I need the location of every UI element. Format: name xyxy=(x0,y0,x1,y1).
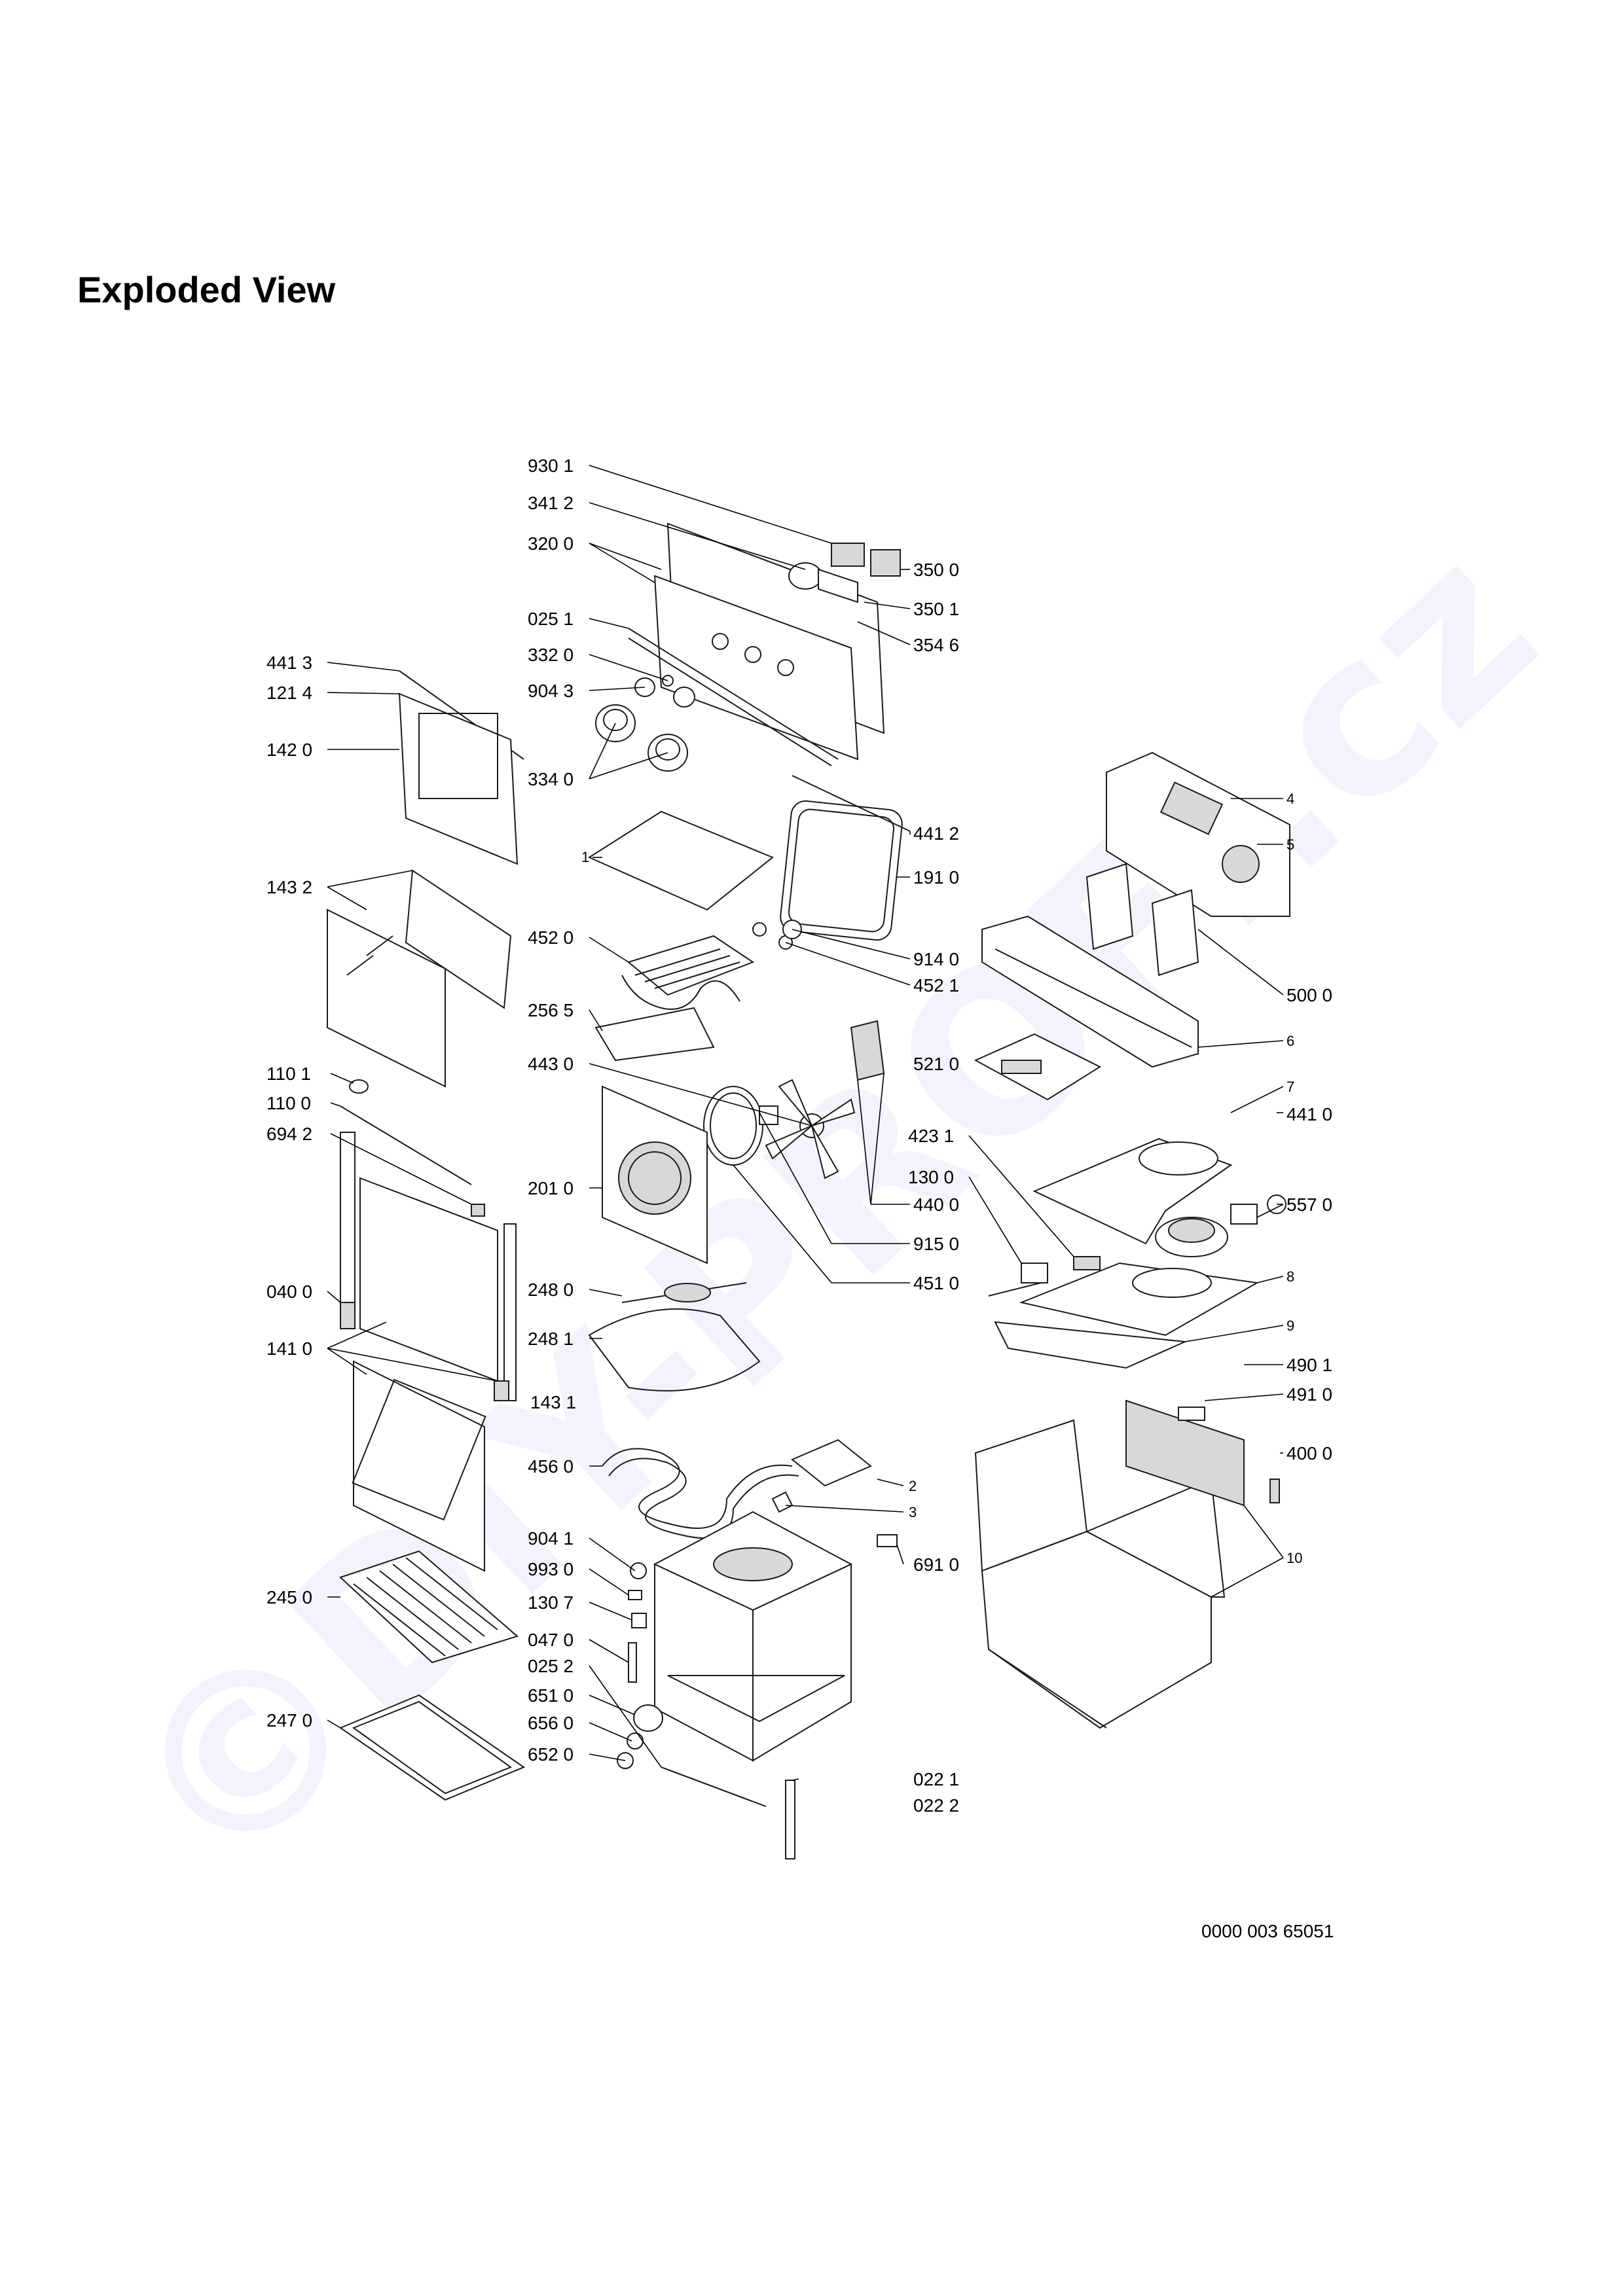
document-code: 0000 003 65051 xyxy=(1201,1921,1334,1941)
callout-022-2: 022 2 xyxy=(913,1795,959,1816)
callout-022-1: 022 1 xyxy=(913,1769,959,1789)
callout-915-0: 915 0 xyxy=(913,1234,959,1254)
callout-130-0: 130 0 xyxy=(908,1167,954,1187)
callout-245-0: 245 0 xyxy=(266,1587,312,1607)
door-frame-parts xyxy=(340,1132,517,1572)
callout-191-0: 191 0 xyxy=(913,867,959,888)
callout-452-1: 452 1 xyxy=(913,975,959,996)
back-panel-part xyxy=(602,1085,708,1265)
callout-025-2: 025 2 xyxy=(528,1656,574,1676)
callout-914-0: 914 0 xyxy=(913,949,959,969)
callout-3: 3 xyxy=(909,1504,917,1520)
callout-5: 5 xyxy=(1286,836,1294,853)
callout-441-3: 441 3 xyxy=(266,653,312,673)
duct-plates-part xyxy=(994,1262,1260,1369)
rack-and-tray-parts xyxy=(338,1550,526,1801)
callout-651-0: 651 0 xyxy=(528,1685,574,1706)
knob-parts xyxy=(595,675,695,772)
relay-part xyxy=(988,1256,1101,1297)
callout-143-2: 143 2 xyxy=(266,877,312,897)
control-box-part xyxy=(974,1033,1102,1101)
callout-2: 2 xyxy=(909,1478,917,1494)
callout-247-0: 247 0 xyxy=(266,1710,312,1731)
callout-557-0: 557 0 xyxy=(1286,1194,1332,1215)
callout-490-1: 490 1 xyxy=(1286,1355,1332,1375)
callout-350-0: 350 0 xyxy=(913,560,959,580)
callout-6: 6 xyxy=(1286,1033,1294,1049)
callout-441-0: 441 0 xyxy=(1286,1104,1332,1124)
lower-element-part xyxy=(602,1448,799,1539)
callout-1: 1 xyxy=(581,849,589,865)
callout-993-0: 993 0 xyxy=(528,1559,574,1579)
rear-housing-part xyxy=(974,1399,1280,1729)
callout-451-0: 451 0 xyxy=(913,1273,959,1293)
callout-248-0: 248 0 xyxy=(528,1280,574,1300)
callout-656-0: 656 0 xyxy=(528,1713,574,1733)
callout-904-1: 904 1 xyxy=(528,1528,574,1549)
callout-7: 7 xyxy=(1286,1079,1294,1095)
fan-and-motor-part xyxy=(703,1020,885,1179)
front-frame-part xyxy=(981,915,1199,1068)
callout-691-0: 691 0 xyxy=(913,1554,959,1575)
callout-400-0: 400 0 xyxy=(1286,1443,1332,1463)
callout-110-1: 110 1 xyxy=(266,1064,311,1084)
callout-452-0: 452 0 xyxy=(528,927,574,948)
callout-521-0: 521 0 xyxy=(913,1054,959,1074)
callout-694-2: 694 2 xyxy=(266,1124,312,1144)
leader-lines xyxy=(327,465,1284,1781)
page-title: Exploded View xyxy=(77,269,336,310)
callout-334-0: 334 0 xyxy=(528,769,574,789)
callout-904-3: 904 3 xyxy=(528,681,574,701)
callout-4: 4 xyxy=(1286,791,1294,807)
callout-141-0: 141 0 xyxy=(266,1338,312,1359)
callout-500-0: 500 0 xyxy=(1286,985,1332,1005)
callout-256-5: 256 5 xyxy=(528,1000,574,1020)
duct-and-blower-part xyxy=(1032,1138,1286,1257)
callout-441-2: 441 2 xyxy=(913,823,959,844)
callout-354-6: 354 6 xyxy=(913,635,959,655)
callout-930-1: 930 1 xyxy=(528,456,574,476)
oven-cavity-part xyxy=(653,1511,853,1859)
callout-652-0: 652 0 xyxy=(528,1744,574,1765)
callout-121-4: 121 4 xyxy=(266,683,312,703)
control-panel-part xyxy=(628,522,901,766)
callout-332-0: 332 0 xyxy=(528,645,574,665)
callout-201-0: 201 0 xyxy=(528,1178,574,1198)
callout-10: 10 xyxy=(1286,1550,1302,1566)
callout-456-0: 456 0 xyxy=(528,1456,574,1477)
callout-491-0: 491 0 xyxy=(1286,1384,1332,1405)
small-hardware-parts xyxy=(617,1562,663,1769)
callout-142-0: 142 0 xyxy=(266,740,312,760)
callout-047-0: 047 0 xyxy=(528,1630,574,1650)
callout-130-7: 130 7 xyxy=(528,1592,574,1613)
grill-element-part xyxy=(594,920,802,1062)
callout-025-1: 025 1 xyxy=(528,609,574,629)
callout-320-0: 320 0 xyxy=(528,533,574,554)
callout-440-0: 440 0 xyxy=(913,1194,959,1215)
top-cover-part xyxy=(1085,751,1290,977)
callout-350-1: 350 1 xyxy=(913,599,959,619)
callout-341-2: 341 2 xyxy=(528,493,574,513)
callout-9: 9 xyxy=(1286,1318,1294,1334)
top-plate-and-gasket xyxy=(587,775,911,941)
rotisserie-part xyxy=(588,1282,761,1391)
callout-423-1: 423 1 xyxy=(908,1126,954,1146)
callout-248-1: 248 1 xyxy=(528,1329,574,1349)
door-parts xyxy=(327,670,524,1185)
callout-443-0: 443 0 xyxy=(528,1054,574,1074)
callout-8: 8 xyxy=(1286,1268,1294,1285)
bracket-part xyxy=(771,1439,898,1547)
callout-110-0: 110 0 xyxy=(266,1093,311,1113)
callout-labels: 930 1 341 2 320 0 025 1 332 0 904 3 334 … xyxy=(266,456,1332,1816)
callout-040-0: 040 0 xyxy=(266,1282,312,1302)
callout-143-1: 143 1 xyxy=(530,1392,576,1412)
